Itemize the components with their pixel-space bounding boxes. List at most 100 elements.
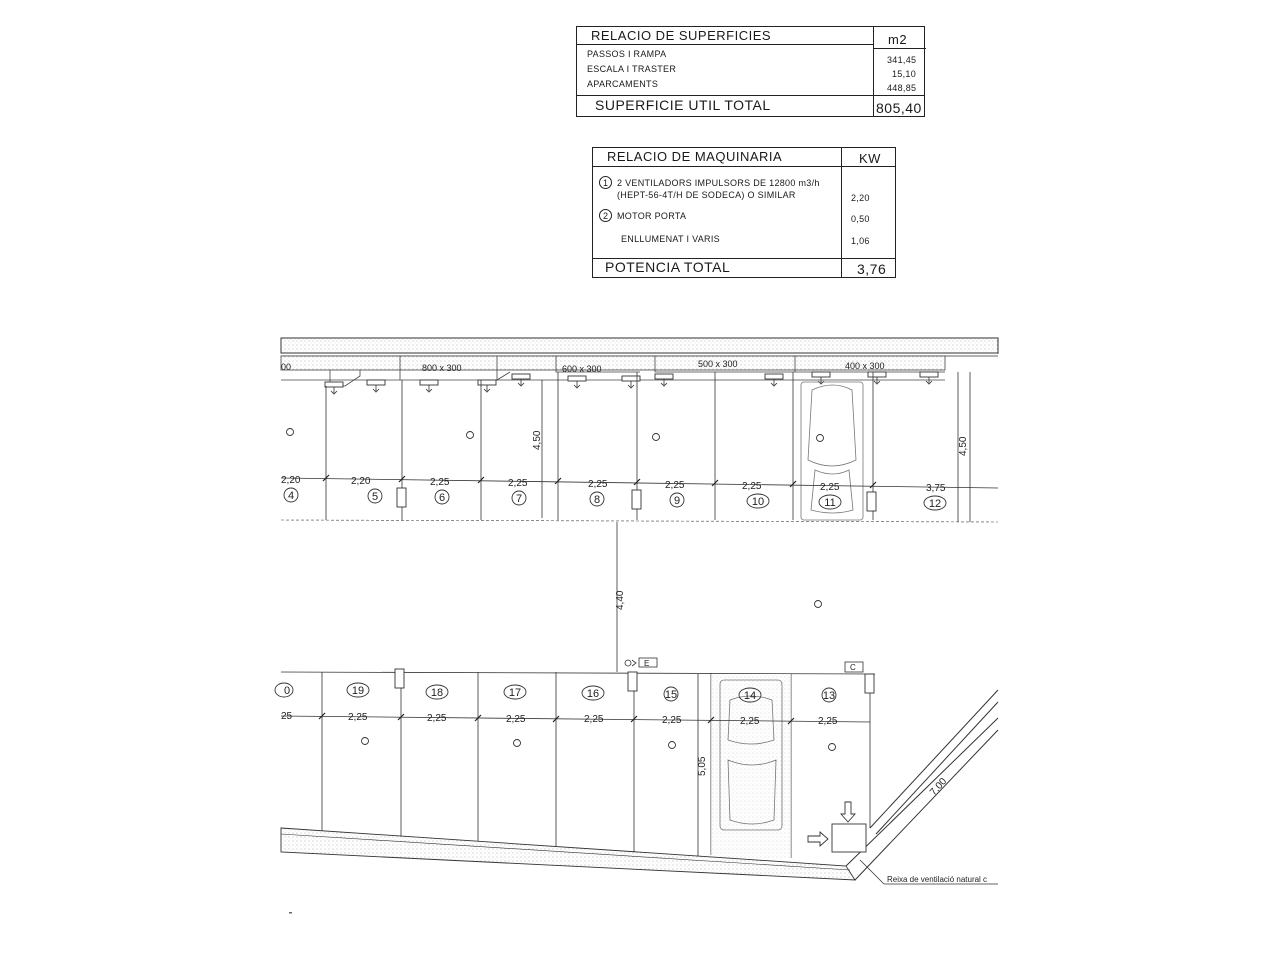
- stray-mark: [289, 912, 292, 914]
- machinery-row-num-1-text: 2: [602, 211, 608, 221]
- bottom-width-1: 2,25: [348, 712, 368, 723]
- bottom-width-2: 2,25: [427, 713, 447, 724]
- car-sketch-top: [800, 381, 864, 521]
- surfaces-total-label: SUPERFICIE UTIL TOTAL: [595, 97, 771, 113]
- bottom-width-3: 2,25: [506, 714, 526, 725]
- machinery-row-label-2: ENLLUMENAT I VARIS: [621, 234, 720, 244]
- bottom-dimension-ticks: [318, 712, 795, 725]
- surfaces-row-label-0: PASSOS I RAMPA: [587, 49, 667, 59]
- top-dimension-ticks: [322, 474, 877, 489]
- bottom-space-20: 0: [284, 685, 290, 697]
- sprinkler-symbols-bottom: [361, 737, 836, 751]
- columns-bottom: [394, 668, 875, 694]
- top-space-numbers: [283, 487, 947, 511]
- top-space-4: 4: [288, 490, 294, 502]
- machinery-row-value-0: 2,20: [851, 193, 870, 203]
- top-space-10: 10: [752, 496, 764, 508]
- columns-top: [396, 487, 877, 512]
- surfaces-row-value-2: 448,85: [887, 83, 917, 93]
- machinery-divider-v: [841, 148, 843, 277]
- top-width-2: 2,25: [430, 477, 450, 488]
- top-width-3: 2,25: [508, 478, 528, 489]
- machinery-total-value: 3,76: [857, 261, 887, 277]
- note-leader: [859, 859, 885, 885]
- top-width-5: 2,25: [665, 480, 685, 491]
- top-depth-label: 4,50: [532, 430, 543, 450]
- surfaces-divider-h1: [577, 44, 873, 46]
- tag-c-box: [844, 661, 864, 673]
- bottom-space-17: 17: [509, 687, 521, 699]
- machinery-row-num-0: 1: [599, 176, 612, 189]
- top-width-6: 2,25: [742, 481, 762, 492]
- ramp-width-label: 7,00: [928, 776, 949, 798]
- machinery-row-num-1: 2: [599, 209, 612, 222]
- surfaces-row-label-2: APARCAMENTS: [587, 79, 659, 89]
- bottom-depth-label: 5,05: [697, 756, 708, 776]
- top-width-7: 2,25: [820, 482, 840, 493]
- ramp-walls: [845, 689, 999, 881]
- top-space-6: 6: [439, 492, 445, 504]
- surfaces-unit: m2: [888, 32, 908, 47]
- machinery-title: RELACIO DE MAQUINARIA: [607, 149, 783, 164]
- bottom-dimension-line: [280, 715, 871, 723]
- surfaces-divider-h2: [873, 48, 926, 50]
- surfaces-table: RELACIO DE SUPERFICIES m2 PASSOS I RAMPA…: [576, 26, 926, 117]
- machinery-unit: KW: [859, 151, 881, 166]
- top-space-5: 5: [372, 491, 378, 503]
- bottom-space-14: 14: [744, 690, 756, 702]
- bottom-width-6: 2,25: [740, 716, 760, 727]
- ventilation-note: Reixa de ventilació natural c: [887, 875, 987, 884]
- surfaces-row-value-1: 15,10: [892, 69, 917, 79]
- top-width-8: 3,75: [926, 483, 946, 494]
- top-dimension-labels: 2,20 2,20 2,25 2,25 2,25 2,25 2,25 2,25 …: [281, 475, 946, 494]
- top-space-12: 12: [929, 498, 941, 510]
- machinery-row-label-1: MOTOR PORTA: [617, 211, 687, 221]
- machinery-row-value-2: 1,06: [851, 236, 870, 246]
- car-sketch-bottom: [719, 679, 783, 831]
- top-width-0: 2,20: [281, 475, 301, 486]
- duct-label-2: 600 x 300: [562, 364, 602, 374]
- duct-label-0: 00: [281, 362, 291, 372]
- bottom-width-5: 2,25: [662, 715, 682, 726]
- machinery-row-num-0-text: 1: [602, 178, 608, 188]
- bottom-spaces-front: [280, 671, 876, 675]
- top-width-4: 2,25: [588, 479, 608, 490]
- machinery-total-label: POTENCIA TOTAL: [605, 259, 731, 275]
- bottom-space-13: 13: [823, 690, 835, 702]
- surfaces-total-value: 805,40: [876, 100, 922, 116]
- vent-arrows: [807, 801, 856, 847]
- duct-label-4: 400 x 300: [845, 361, 885, 371]
- surfaces-row-label-1: ESCALA I TRASTER: [587, 64, 677, 74]
- surfaces-title: RELACIO DE SUPERFICIES: [591, 28, 772, 43]
- bottom-wall-inner-line: [280, 833, 851, 871]
- top-depth-right-label: 4,50: [958, 436, 969, 456]
- surfaces-row-value-0: 341,45: [887, 55, 917, 65]
- machinery-row-label2-0: (HEPT-56-4T/H DE SODECA) O SIMILAR: [617, 190, 796, 200]
- extinguisher-tag: [624, 657, 658, 668]
- top-space-9: 9: [674, 495, 680, 507]
- space-14-hatch: [711, 674, 791, 858]
- top-space-11: 11: [824, 497, 835, 509]
- diffuser-grilles: [324, 371, 939, 388]
- duct-label-1: 800 x 300: [422, 363, 462, 373]
- bottom-width-0: 25: [281, 711, 293, 722]
- bottom-width-7: 2,25: [818, 716, 838, 727]
- duct-segments: [329, 356, 945, 387]
- machinery-row-value-1: 0,50: [851, 214, 870, 224]
- machinery-divider-h2: [593, 258, 895, 260]
- tag-e: E: [644, 659, 649, 668]
- tag-c: C: [850, 663, 856, 672]
- surfaces-divider-v: [873, 27, 875, 116]
- bottom-space-15: 15: [665, 689, 677, 701]
- bottom-space-numbers: [274, 682, 837, 703]
- top-wall: [280, 337, 999, 354]
- top-space-8: 8: [594, 494, 600, 506]
- machinery-row-label-0: 2 VENTILADORS IMPULSORS DE 12800 m3/h: [617, 178, 820, 188]
- duct-band: [280, 355, 946, 371]
- vent-grille: [831, 823, 867, 853]
- bottom-width-4: 2,25: [584, 714, 604, 725]
- surfaces-divider-h3: [577, 95, 924, 97]
- top-space-7: 7: [516, 493, 522, 505]
- bottom-space-16: 16: [587, 688, 599, 700]
